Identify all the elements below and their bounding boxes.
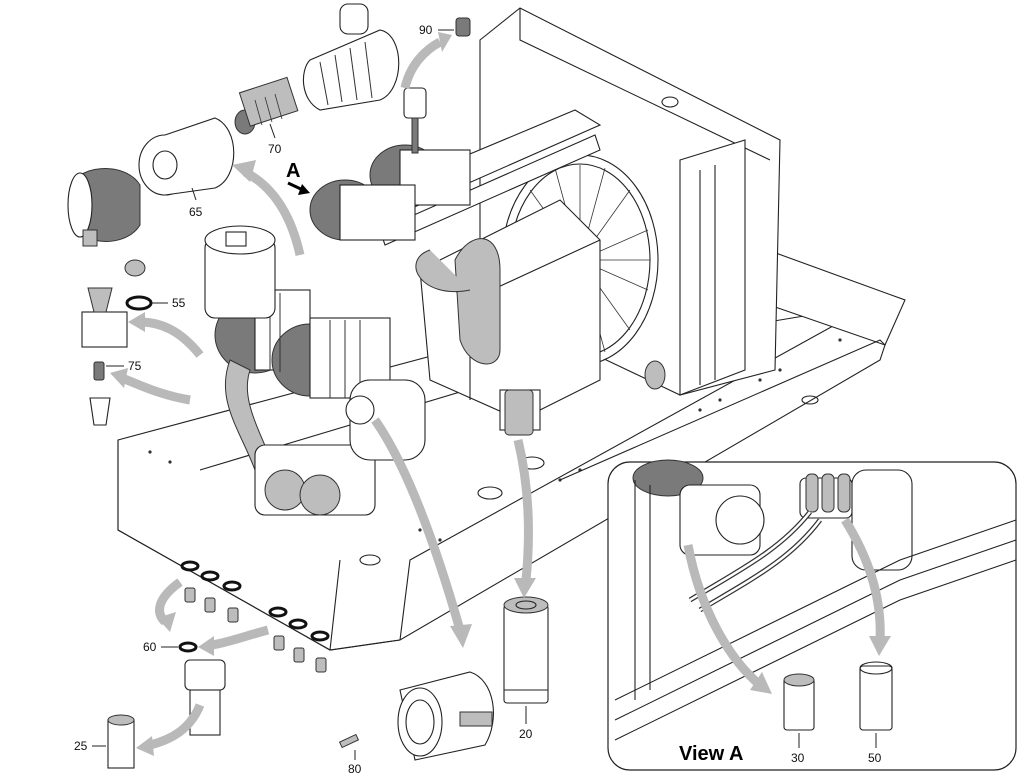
oil-filter-20 bbox=[503, 596, 549, 704]
callout-25: 25 bbox=[74, 739, 88, 753]
restriction-indicator bbox=[403, 87, 427, 154]
callout-75: 75 bbox=[128, 359, 142, 373]
compressor-air-end bbox=[254, 379, 426, 516]
fuel-filter-25 bbox=[107, 714, 135, 769]
air-filter-element-65 bbox=[138, 117, 235, 196]
valve-assembly bbox=[81, 287, 128, 348]
o-ring-55 bbox=[125, 295, 153, 311]
drain-plugs-group bbox=[178, 560, 330, 673]
callout-90: 90 bbox=[419, 23, 433, 37]
view-a-inset bbox=[607, 459, 1017, 771]
callout-70: 70 bbox=[268, 142, 282, 156]
cap-part bbox=[124, 259, 146, 277]
callout-30: 30 bbox=[791, 751, 805, 765]
air-filter-housing-top bbox=[302, 3, 400, 111]
filter-50 bbox=[859, 661, 893, 731]
callout-55: 55 bbox=[172, 296, 186, 310]
view-a-title: View A bbox=[679, 743, 743, 765]
leader-lines bbox=[92, 29, 877, 760]
air-filter-cover-part bbox=[67, 168, 141, 247]
callout-50: 50 bbox=[868, 751, 882, 765]
callout-80: 80 bbox=[348, 762, 362, 776]
view-a-direction-arrow bbox=[287, 181, 310, 195]
callout-60: 60 bbox=[143, 640, 157, 654]
fuel-filter-head bbox=[184, 659, 226, 736]
engine-block bbox=[419, 199, 601, 436]
separator-tank bbox=[204, 225, 276, 319]
pin-80 bbox=[338, 733, 360, 749]
element-75 bbox=[89, 361, 111, 426]
view-a-marker: A bbox=[286, 160, 300, 182]
inlet-valve-part bbox=[397, 671, 494, 761]
safety-element-70 bbox=[234, 76, 299, 135]
vacuator-valve-90 bbox=[455, 17, 471, 37]
callout-20: 20 bbox=[519, 727, 533, 741]
removal-direction-arrows bbox=[110, 32, 891, 756]
callout-65: 65 bbox=[189, 205, 203, 219]
filter-30 bbox=[783, 673, 815, 731]
air-filter-housings bbox=[214, 109, 602, 471]
